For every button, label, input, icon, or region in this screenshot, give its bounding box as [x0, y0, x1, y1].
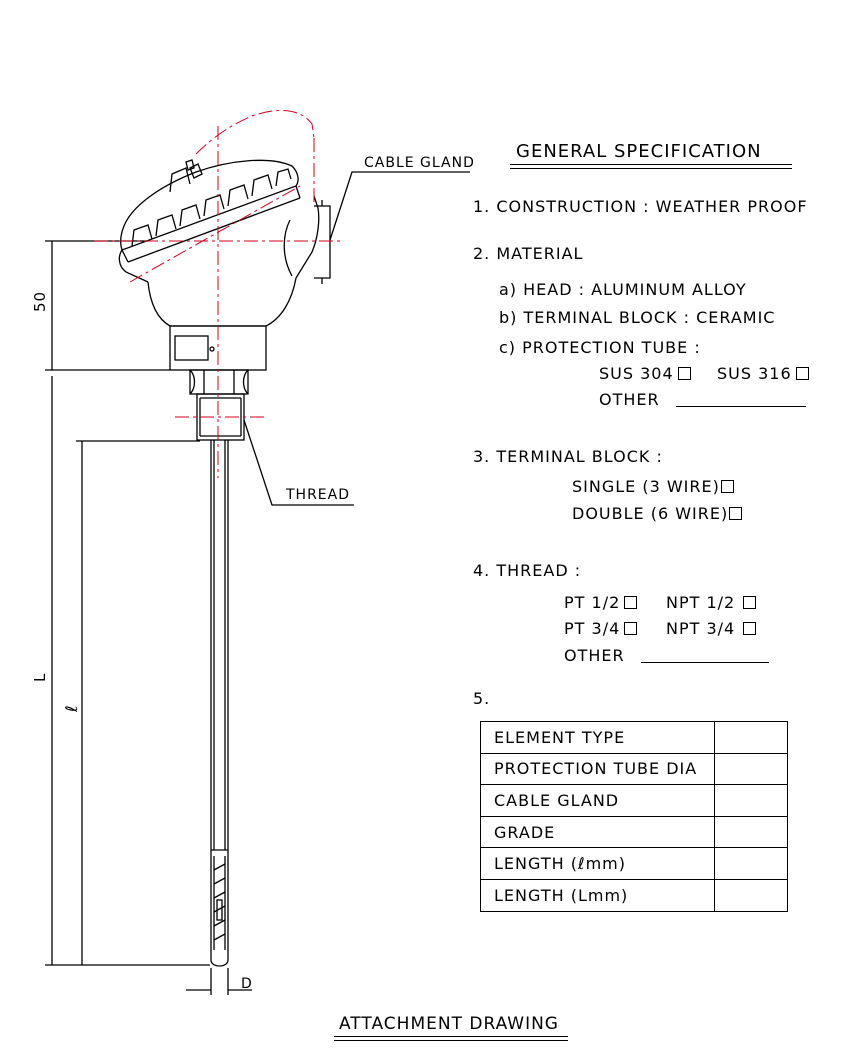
table-row: LENGTH (ℓmm)	[480, 847, 788, 880]
table-row: GRADE	[480, 815, 788, 849]
dimension-D-label: D	[241, 976, 253, 992]
table-row: LENGTH (Lmm)	[480, 878, 788, 912]
other-thread-field[interactable]	[640, 662, 769, 663]
sus316-checkbox[interactable]	[795, 367, 809, 380]
caption-underline-2	[334, 1040, 568, 1041]
other-thread-label: OTHER	[564, 646, 625, 665]
row-value-cell[interactable]	[714, 847, 788, 880]
dimension-50-label: 50	[31, 290, 49, 312]
terminal-head	[118, 159, 331, 441]
option-pt34[interactable]: PT 3/4	[564, 619, 638, 638]
dimension-L-label: L	[31, 672, 49, 682]
option-sus316-label: SUS 316	[717, 364, 792, 383]
protection-tube	[210, 440, 229, 967]
callout-leaders	[243, 171, 470, 506]
spec-item-construction: 1. CONSTRUCTION : WEATHER PROOF	[473, 197, 808, 216]
row-value-cell[interactable]	[714, 878, 788, 912]
row-label: CABLE GLAND	[480, 784, 715, 817]
npt12-checkbox[interactable]	[743, 596, 757, 609]
double-checkbox[interactable]	[729, 507, 743, 520]
option-double[interactable]: DOUBLE (6 WIRE)	[572, 504, 743, 523]
option-pt12-label: PT 1/2	[564, 593, 621, 612]
title-underline	[510, 164, 792, 165]
pt12-checkbox[interactable]	[624, 596, 638, 609]
option-npt12[interactable]: NPT 1/2	[666, 593, 757, 612]
option-double-label: DOUBLE (6 WIRE)	[572, 504, 729, 523]
option-pt12[interactable]: PT 1/2	[564, 593, 638, 612]
spec-item-material: 2. MATERIAL	[473, 244, 584, 263]
option-other-thread[interactable]: OTHER	[564, 648, 769, 664]
row-value-cell[interactable]	[714, 815, 788, 849]
row-label: LENGTH (ℓmm)	[480, 847, 715, 880]
spec-item-thread: 4. THREAD :	[473, 561, 582, 580]
table-row: CABLE GLAND	[480, 784, 788, 817]
sus304-checkbox[interactable]	[677, 367, 691, 380]
option-pt34-label: PT 3/4	[564, 619, 621, 638]
row-label: ELEMENT TYPE	[480, 721, 715, 754]
table-row: PROTECTION TUBE DIA	[480, 752, 788, 786]
npt34-checkbox[interactable]	[743, 622, 757, 635]
spec-material-head: a) HEAD : ALUMINUM ALLOY	[499, 280, 747, 299]
option-other-material[interactable]: OTHER	[599, 392, 806, 408]
dimension-l-label: ℓ	[62, 704, 81, 712]
other-material-label: OTHER	[599, 390, 660, 409]
row-label: PROTECTION TUBE DIA	[480, 752, 715, 786]
row-label: LENGTH (Lmm)	[480, 878, 715, 912]
option-single[interactable]: SINGLE (3 WIRE)	[572, 479, 734, 495]
pt34-checkbox[interactable]	[624, 622, 638, 635]
title-underline-2	[510, 168, 792, 169]
row-value-cell[interactable]	[714, 784, 788, 817]
row-label: GRADE	[480, 815, 715, 849]
center-lines	[94, 110, 344, 478]
option-sus316[interactable]: SUS 316	[717, 366, 809, 382]
spec-title: GENERAL SPECIFICATION	[516, 141, 762, 162]
cable-gland-callout: CABLE GLAND	[364, 155, 475, 171]
row-value-cell[interactable]	[714, 752, 788, 786]
spec-item-5: 5.	[473, 689, 491, 708]
caption-underline	[334, 1036, 568, 1037]
option-single-label: SINGLE (3 WIRE)	[572, 477, 720, 496]
spec-table: ELEMENT TYPE PROTECTION TUBE DIA CABLE G…	[480, 721, 788, 912]
spec-material-terminal-block: b) TERMINAL BLOCK : CERAMIC	[499, 308, 776, 327]
dimension-lines	[45, 240, 252, 995]
option-npt34-label: NPT 3/4	[666, 619, 736, 638]
single-checkbox[interactable]	[720, 480, 734, 493]
spec-item-terminal-block: 3. TERMINAL BLOCK :	[473, 447, 663, 466]
option-npt34[interactable]: NPT 3/4	[666, 619, 757, 638]
spec-material-protection-tube: c) PROTECTION TUBE :	[499, 338, 701, 357]
attachment-drawing-caption: ATTACHMENT DRAWING	[339, 1014, 559, 1034]
option-sus304-label: SUS 304	[599, 364, 674, 383]
option-sus304[interactable]: SUS 304	[599, 366, 691, 382]
thread-callout: THREAD	[286, 487, 351, 503]
row-value-cell[interactable]	[714, 721, 788, 754]
table-row: ELEMENT TYPE	[480, 721, 788, 754]
option-npt12-label: NPT 1/2	[666, 593, 736, 612]
other-material-field[interactable]	[675, 406, 806, 407]
